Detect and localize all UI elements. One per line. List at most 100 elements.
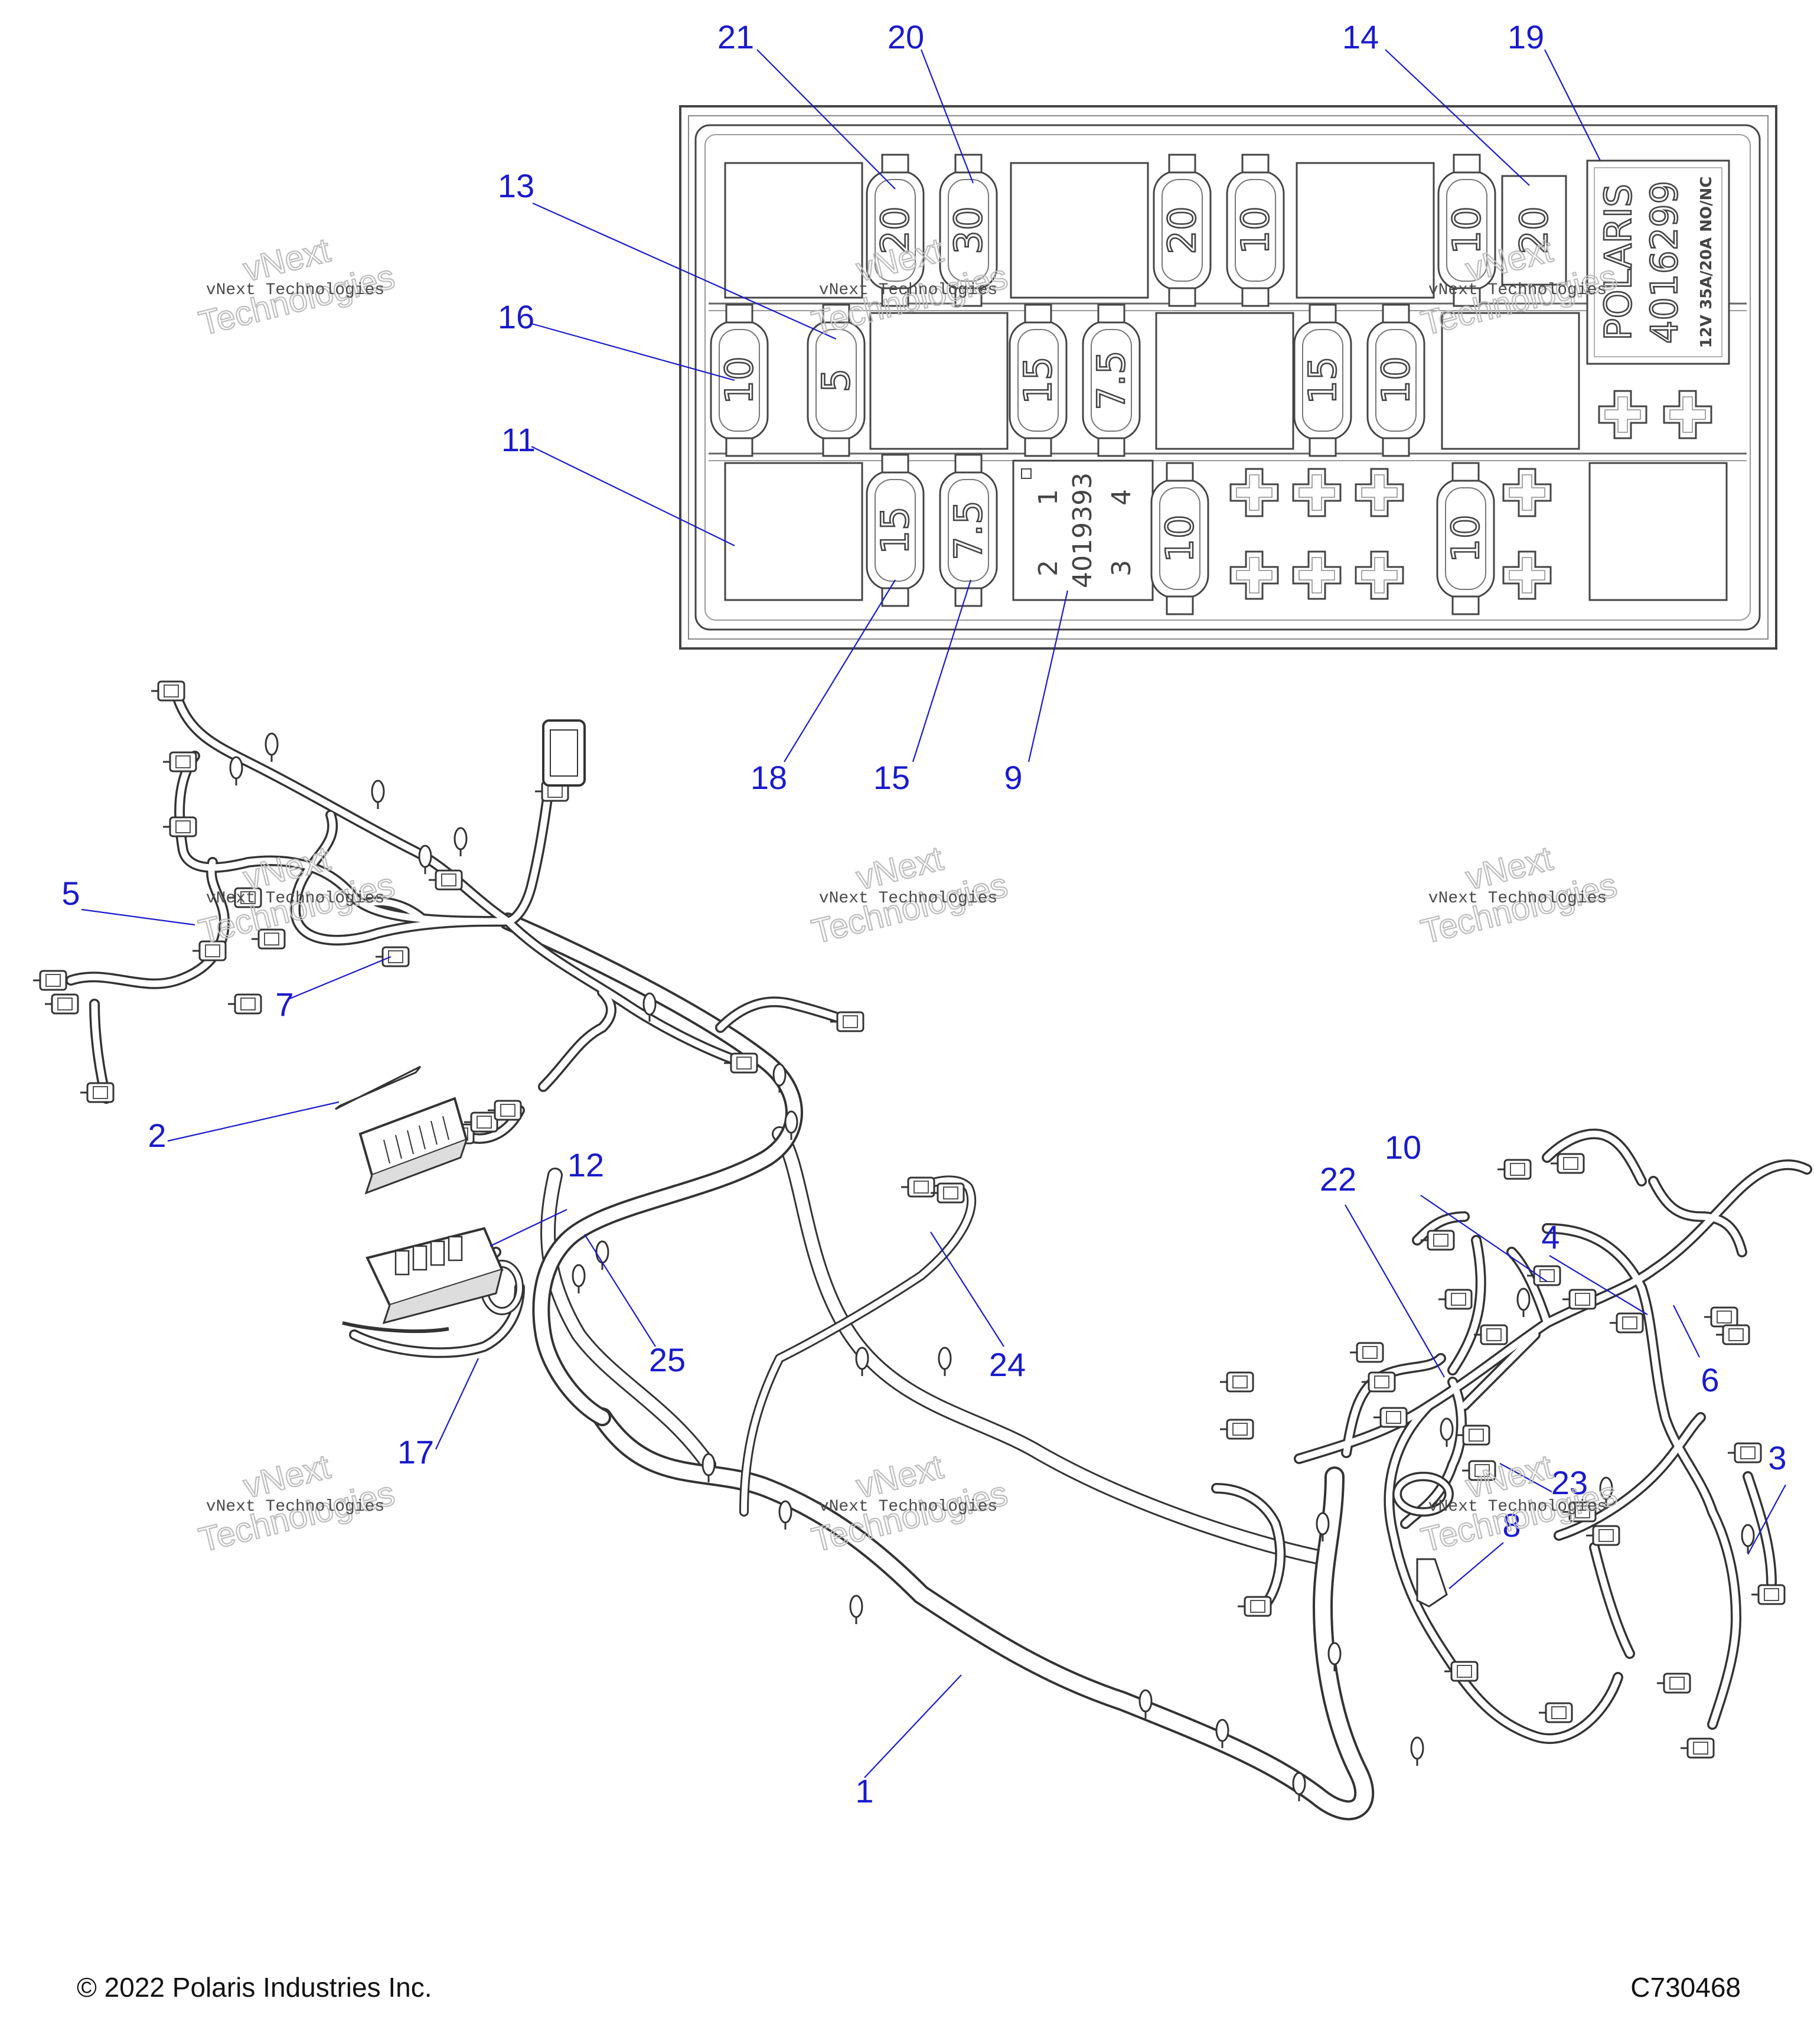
main-relay-part: 4016299 — [1643, 181, 1686, 344]
wiring-harness — [32, 680, 1812, 1821]
copyright-notice: © 2022 Polaris Industries Inc. — [77, 1972, 432, 2003]
fuse: 10 — [1437, 154, 1496, 307]
fuse: 10 — [1436, 462, 1495, 615]
relay-pin-label: 1 — [1033, 489, 1063, 506]
connector-plug — [1679, 1737, 1715, 1759]
callout-21: 21 — [717, 18, 754, 56]
callout-4: 4 — [1541, 1218, 1559, 1256]
connector-plug — [1219, 1371, 1254, 1393]
relay-module: 4019393 1 2 3 4 — [1012, 459, 1154, 601]
main-relay-brand: POLARIS — [1597, 184, 1640, 340]
connector-plug — [1750, 1584, 1786, 1605]
connector-plug — [1538, 1702, 1573, 1723]
fuse-rating-label: 15 — [1017, 356, 1061, 404]
svg-text:vNext Technologies: vNext Technologies — [206, 281, 384, 299]
fuse-rating-label: 15 — [1301, 356, 1345, 404]
fuse-box: 4019393 1 2 3 4 POLARIS 4016299 12V 35A/… — [679, 105, 1777, 650]
fuse-rating-label: 20 — [1513, 206, 1557, 254]
connector-plug — [1715, 1324, 1750, 1345]
callout-labels: 1234567891011121314151617181920212223242… — [61, 18, 1786, 1810]
harness-clip — [1741, 1524, 1755, 1554]
callout-1: 1 — [855, 1772, 873, 1810]
connector-plug — [150, 680, 185, 702]
fuse: 10 — [1226, 154, 1285, 307]
svg-text:vNext Technologies: vNext Technologies — [1428, 281, 1607, 299]
harness-relay-bank — [358, 1097, 468, 1195]
main-relay-spec: 12V 35A/20A NO/NC — [1698, 177, 1715, 348]
connector-plug — [1585, 1525, 1620, 1546]
ecu-connector — [542, 719, 586, 787]
callout-19: 19 — [1508, 18, 1544, 56]
fuse-rating-label: 7.5 — [1090, 350, 1134, 410]
connector-plug — [1656, 1673, 1691, 1694]
callout-2: 2 — [148, 1117, 166, 1154]
callout-15: 15 — [873, 759, 910, 796]
fuse-rating-label: 5 — [815, 369, 859, 393]
fuse: 10 — [1366, 304, 1425, 457]
connector-plug — [32, 970, 67, 991]
fuse-rating-label: 10 — [1234, 206, 1278, 254]
connector-plug — [1437, 1289, 1473, 1310]
fuse: 7.5 — [1082, 304, 1141, 457]
harness-clip — [1440, 1417, 1454, 1448]
harness-clip — [229, 756, 243, 787]
connector-plug — [1727, 1442, 1762, 1463]
callout-6: 6 — [1701, 1361, 1719, 1398]
fuse-rating-label: 15 — [874, 506, 918, 554]
harness-clip — [849, 1595, 863, 1625]
connector-plug — [374, 946, 410, 967]
connector-plug — [227, 993, 262, 1015]
callout-5: 5 — [61, 875, 80, 912]
harness-clip — [572, 1264, 586, 1295]
fuse-rating-label: 10 — [1375, 356, 1418, 404]
fuse: 15 — [1009, 304, 1068, 457]
connector-plug — [1349, 1342, 1384, 1363]
callout-10: 10 — [1385, 1129, 1421, 1166]
fuse: 15 — [866, 454, 925, 607]
connector-plug — [428, 869, 463, 891]
connector-plug — [1609, 1312, 1644, 1334]
fuse-rating-label: 20 — [874, 206, 918, 254]
callout-18: 18 — [751, 759, 787, 796]
connector-plug — [1561, 1289, 1597, 1310]
leader-lines — [81, 49, 1786, 1778]
harness-clip — [454, 827, 468, 858]
relay-pin-label: 4 — [1107, 489, 1137, 506]
harness-fuse-block — [342, 1227, 504, 1334]
connector-plug — [1496, 1159, 1532, 1180]
terminal-boot — [1416, 1558, 1448, 1608]
harness-clip — [371, 780, 385, 810]
connector-plug — [162, 816, 197, 837]
relay-pin-label: 2 — [1033, 560, 1063, 576]
callout-11: 11 — [501, 421, 536, 458]
svg-text:vNext Technologies: vNext Technologies — [819, 1498, 997, 1516]
relay-part-number: 4019393 — [1068, 472, 1098, 588]
connector-plug — [1236, 1596, 1272, 1617]
callout-13: 13 — [498, 167, 534, 204]
harness-clip — [1410, 1736, 1424, 1767]
connector-plug — [1219, 1419, 1254, 1440]
harness-clip — [418, 845, 432, 875]
fuse: 20 — [1153, 154, 1212, 307]
svg-text:vNext Technologies: vNext Technologies — [1428, 889, 1607, 908]
connector-plug — [79, 1082, 115, 1103]
fuse-rating-label: 20 — [1161, 206, 1205, 254]
connector-plug — [44, 993, 79, 1015]
harness-clip — [938, 1347, 952, 1377]
connector-plug — [1372, 1407, 1408, 1428]
harness-clip — [1516, 1287, 1531, 1318]
svg-text:vNext Technologies: vNext Technologies — [1428, 1498, 1607, 1516]
fuse: 20 — [1501, 175, 1567, 286]
callout-8: 8 — [1502, 1507, 1521, 1544]
callout-14: 14 — [1342, 18, 1379, 56]
fuse: 10 — [710, 304, 769, 457]
harness-clip — [855, 1347, 869, 1377]
fuse-rating-label: 10 — [1446, 206, 1489, 254]
callout-12: 12 — [567, 1146, 604, 1184]
